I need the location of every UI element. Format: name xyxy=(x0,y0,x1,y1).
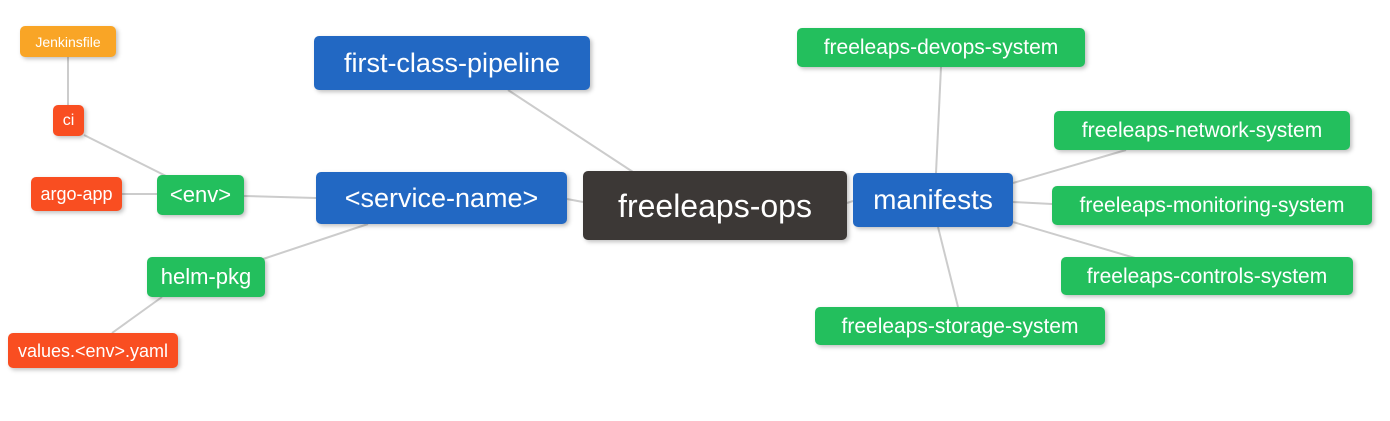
node-label: <service-name> xyxy=(344,182,539,213)
edge-service-name-to-freeleaps-ops xyxy=(566,198,584,203)
node-label: freeleaps-ops xyxy=(618,187,812,224)
node-storage-system[interactable]: freeleaps-storage-system xyxy=(815,307,1105,345)
node-label: manifests xyxy=(873,184,993,215)
node-label: freeleaps-network-system xyxy=(1081,119,1323,142)
node-label: helm-pkg xyxy=(160,264,252,289)
edge-manifests-to-controls-system xyxy=(1012,221,1136,259)
node-freeleaps-ops[interactable]: freeleaps-ops xyxy=(583,171,847,240)
node-label: <env> xyxy=(169,182,232,207)
edge-helm-pkg-to-values-env-yaml xyxy=(111,296,163,334)
node-label: first-class-pipeline xyxy=(343,47,561,78)
node-label: argo-app xyxy=(40,184,113,204)
edge-manifests-to-storage-system xyxy=(937,226,959,308)
node-manifests[interactable]: manifests xyxy=(853,173,1013,227)
node-argo-app[interactable]: argo-app xyxy=(31,177,122,211)
node-label: values.<env>.yaml xyxy=(17,340,169,361)
node-env[interactable]: <env> xyxy=(157,175,244,215)
node-label: freeleaps-controls-system xyxy=(1086,264,1328,288)
node-label: Jenkinsfile xyxy=(35,33,101,50)
edge-freeleaps-ops-to-manifests xyxy=(846,200,854,204)
node-first-class-pipeline[interactable]: first-class-pipeline xyxy=(314,36,590,90)
node-values-env-yaml[interactable]: values.<env>.yaml xyxy=(8,333,178,368)
node-label: freeleaps-storage-system xyxy=(841,314,1079,338)
node-service-name[interactable]: <service-name> xyxy=(316,172,567,224)
edge-manifests-to-network-system xyxy=(1012,149,1127,184)
edge-env-to-service-name xyxy=(243,195,317,199)
edge-service-name-to-helm-pkg xyxy=(262,223,369,260)
node-label: freeleaps-monitoring-system xyxy=(1079,194,1345,217)
node-network-system[interactable]: freeleaps-network-system xyxy=(1054,111,1350,150)
node-monitoring-system[interactable]: freeleaps-monitoring-system xyxy=(1052,186,1372,225)
node-label: ci xyxy=(62,111,75,129)
node-jenkinsfile[interactable]: Jenkinsfile xyxy=(20,26,116,57)
edge-first-class-pipeline-to-freeleaps-ops xyxy=(507,89,634,173)
edge-manifests-to-monitoring-system xyxy=(1012,201,1053,205)
edge-ci-to-env xyxy=(83,134,171,179)
node-devops-system[interactable]: freeleaps-devops-system xyxy=(797,28,1085,67)
edge-manifests-to-devops-system xyxy=(935,66,942,174)
node-ci[interactable]: ci xyxy=(53,105,84,136)
node-label: freeleaps-devops-system xyxy=(823,36,1059,59)
node-controls-system[interactable]: freeleaps-controls-system xyxy=(1061,257,1353,295)
node-helm-pkg[interactable]: helm-pkg xyxy=(147,257,265,297)
